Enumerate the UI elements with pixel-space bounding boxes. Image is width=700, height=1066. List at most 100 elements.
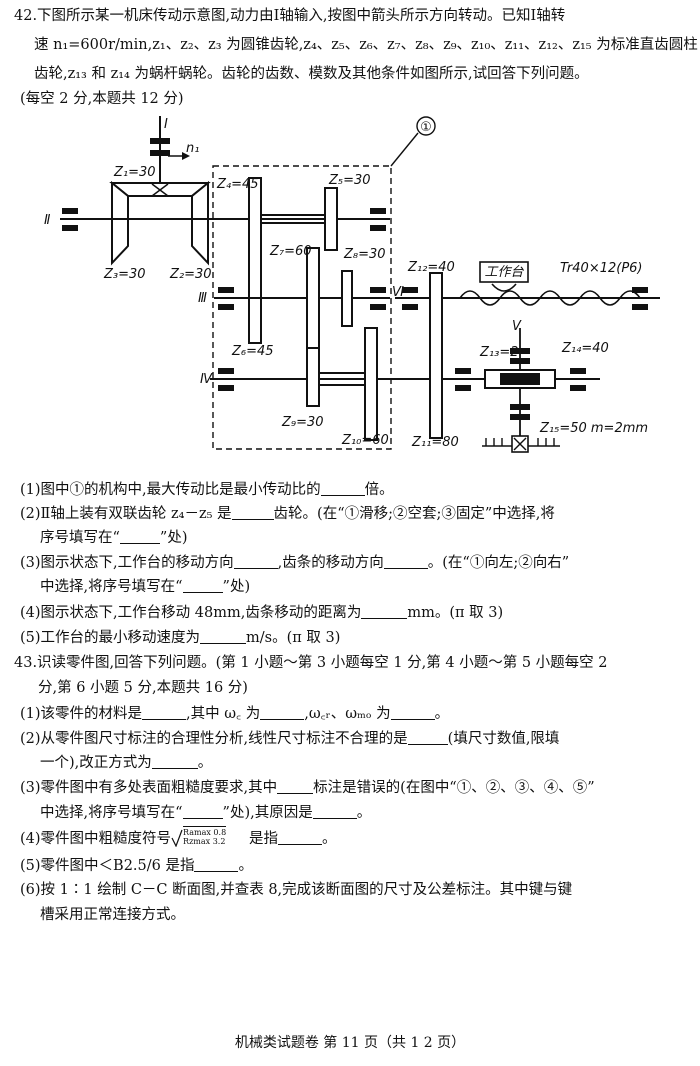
q43-item-4-mid: 是指	[249, 831, 279, 847]
q42-line-4: (每空 2 分,本题共 12 分)	[20, 91, 184, 107]
q43-item-1-mid2: ,ω꜀ᵣ、ωₘₒ 为	[304, 706, 391, 722]
q43-item-4-tail: 。	[322, 831, 337, 847]
q42-item-3-text: (3)图示状态下,工作台的移动方向	[20, 555, 234, 571]
shaft-III-label: Ⅲ	[198, 291, 207, 306]
q42-item-1-tail: 倍。	[364, 482, 394, 498]
q42-item-2b-text: 序号填写在“	[40, 530, 120, 546]
answer-blank[interactable]	[361, 604, 408, 619]
q42-line-1: 42.下图所示某一机床传动示意图,动力由Ⅰ轴输入,按图中箭头所示方向转动。已知Ⅰ…	[14, 8, 566, 24]
q43-item-2b-tail: 。	[197, 755, 213, 771]
answer-blank[interactable]	[194, 857, 239, 872]
mechanism-box	[212, 165, 392, 450]
q42-item-2-tail: 齿轮。(在“①滑移;②空套;③固定”中选择,将	[273, 506, 555, 522]
page-footer: 机械类试题卷 第 11 页（共 1 2 页）	[234, 1035, 466, 1051]
q43-item-4-text: (4)零件图中粗糙度符号	[20, 831, 172, 847]
z3-label: Z₃=30	[103, 267, 146, 282]
q43-item-5-symbol: ＜B2.5/6 是指	[98, 858, 195, 874]
answer-blank[interactable]	[231, 505, 274, 520]
q43-item-2b: 一个),改正方式为。	[40, 753, 212, 773]
answer-blank[interactable]	[233, 554, 278, 569]
q42-item-1-text: (1)图中①的机构中,最大传动比是最小传动比的	[20, 482, 321, 498]
answer-blank[interactable]	[119, 529, 160, 544]
shaft-II-label: Ⅱ	[44, 213, 51, 228]
q43-item-2-tail: (填尺寸数值,限填	[447, 731, 560, 747]
q43-item-3b: 中选择,将序号填写在“ ”处),其原因是 。	[40, 803, 371, 823]
q42-item-3b: 中选择,将序号填写在“”处)	[40, 577, 250, 597]
shaft-VI-label: Ⅵ	[392, 285, 404, 300]
q42-item-1: (1)图中①的机构中,最大传动比是最小传动比的 倍。	[20, 480, 394, 500]
answer-blank[interactable]	[320, 481, 365, 496]
q43-item-2: (2)从零件图尺寸标注的合理性分析,线性尺寸标注不合理的是 (填尺寸数值,限填	[20, 729, 559, 749]
q42-item-5-tail: m/s。(π 取 3)	[246, 630, 341, 646]
q43-item-3b-text: 中选择,将序号填写在“	[40, 805, 183, 821]
q42-item-3-tail: 。(在“①向左;②向右”	[427, 555, 570, 571]
q42-item-5: (5)工作台的最小移动速度为 m/s。(π 取 3)	[20, 628, 340, 648]
z12-label: Z₁₂=40	[407, 260, 455, 275]
q43-item-3b-tail: 。	[356, 805, 372, 821]
transmission-diagram: ① Ⅰ n₁ Z₁=30 Z₃=30 Z₂=30 Ⅱ Z₄=45 Z₅=30 Ⅲ…	[44, 116, 660, 453]
q42-item-2-text: (2)Ⅱ轴上装有双联齿轮 z₄－z₅ 是	[20, 506, 232, 522]
answer-blank[interactable]	[312, 804, 357, 819]
shaft-IV-label: Ⅳ	[200, 372, 213, 387]
answer-blank[interactable]	[200, 629, 247, 644]
z8-label: Z₈=30	[343, 247, 386, 262]
q42-item-4-tail: mm。(π 取 3)	[407, 605, 504, 621]
q42-item-2: (2)Ⅱ轴上装有双联齿轮 z₄－z₅ 是 齿轮。(在“①滑移;②空套;③固定”中选…	[20, 504, 555, 524]
answer-blank[interactable]	[142, 705, 187, 720]
z14-label: Z₁₄=40	[561, 341, 609, 356]
q43-item-1-tail: 。	[434, 706, 450, 722]
q43-item-5: (5)零件图中＜B2.5/6 是指。	[20, 856, 253, 876]
check-icon	[171, 829, 183, 847]
z4-label: Z₄=45	[216, 177, 259, 192]
z6-label: Z₆=45	[231, 344, 274, 359]
q42-item-4-text: (4)图示状态下,工作台移动 48mm,齿条移动的距离为	[20, 605, 362, 621]
roughness-value-1: Ramax 0.8	[183, 828, 227, 837]
answer-blank[interactable]	[407, 730, 448, 745]
q43-line-1: 43.识读零件图,回答下列问题。(第 1 小题～第 3 小题每空 1 分,第 4…	[14, 655, 608, 671]
worktable-box	[479, 261, 529, 283]
answer-blank[interactable]	[151, 754, 198, 769]
q42-line-3: 齿轮,z₁₃ 和 z₁₄ 为蜗杆蜗轮。齿轮的齿数、模数及其他条件如图所示,试回答…	[34, 66, 589, 82]
q43-line-2: 分,第 6 小题 5 分,本题共 16 分)	[38, 680, 248, 696]
z1-label: Z₁=30	[113, 165, 156, 180]
q42-item-2b-tail: ”处)	[159, 530, 188, 546]
z11-label: Z₁₁=80	[411, 435, 459, 450]
shaft-V-label: Ⅴ	[512, 319, 522, 334]
z15-label: Z₁₅=50 m=2mm	[539, 421, 648, 436]
z10-label: Z₁₀=60	[341, 433, 389, 448]
q43-item-3b-mid: ”处),其原因是	[222, 805, 313, 821]
answer-blank[interactable]	[182, 578, 223, 593]
circle-label: ①	[420, 120, 432, 135]
q42-item-5-text: (5)工作台的最小移动速度为	[20, 630, 201, 646]
n1-label: n₁	[186, 141, 199, 156]
q42-item-3: (3)图示状态下,工作台的移动方向 ,齿条的移动方向 。(在“①向左;②向右”	[20, 553, 569, 573]
answer-blank[interactable]	[260, 705, 305, 720]
q43-item-3-tail: 标注是错误的(在图中“①、②、③、④、⑤”	[313, 780, 595, 796]
worktable-label: 工作台	[484, 265, 524, 280]
shaft-I-label: Ⅰ	[164, 117, 168, 132]
q42-item-3b-tail: ”处)	[222, 579, 251, 595]
answer-blank[interactable]	[182, 804, 223, 819]
answer-blank[interactable]	[383, 554, 428, 569]
q43-item-6b: 槽采用正常连接方式。	[40, 907, 185, 923]
answer-blank[interactable]	[390, 705, 435, 720]
q42-item-3-mid: ,齿条的移动方向	[277, 555, 384, 571]
roughness-value-2: Rzmax 3.2	[183, 837, 226, 846]
q43-item-3-text: (3)零件图中有多处表面粗糙度要求,其中	[20, 780, 278, 796]
q43-item-6: (6)按 1∶1 绘制 C－C 断面图,并查表 8,完成该断面图的尺寸及公差标注…	[20, 882, 573, 898]
z7-label: Z₇=60	[269, 244, 312, 259]
screw-label: Tr40×12(P6)	[560, 261, 643, 276]
q43-item-2-text: (2)从零件图尺寸标注的合理性分析,线性尺寸标注不合理的是	[20, 731, 408, 747]
q43-item-1-text: (1)该零件的材料是	[20, 706, 143, 722]
q43-item-5-text: (5)零件图中	[20, 858, 99, 874]
q42-item-2b: 序号填写在“ ”处)	[40, 528, 188, 548]
q43-item-1-mid1: ,其中 ω꜀ 为	[186, 706, 261, 722]
z5-label: Z₅=30	[328, 173, 371, 188]
answer-blank[interactable]	[278, 830, 323, 845]
answer-blank[interactable]	[277, 779, 314, 794]
q42-item-4: (4)图示状态下,工作台移动 48mm,齿条移动的距离为 mm。(π 取 3)	[20, 603, 503, 623]
z2-label: Z₂=30	[169, 267, 212, 282]
q43-item-3: (3)零件图中有多处表面粗糙度要求,其中 标注是错误的(在图中“①、②、③、④、⑤…	[20, 778, 595, 798]
